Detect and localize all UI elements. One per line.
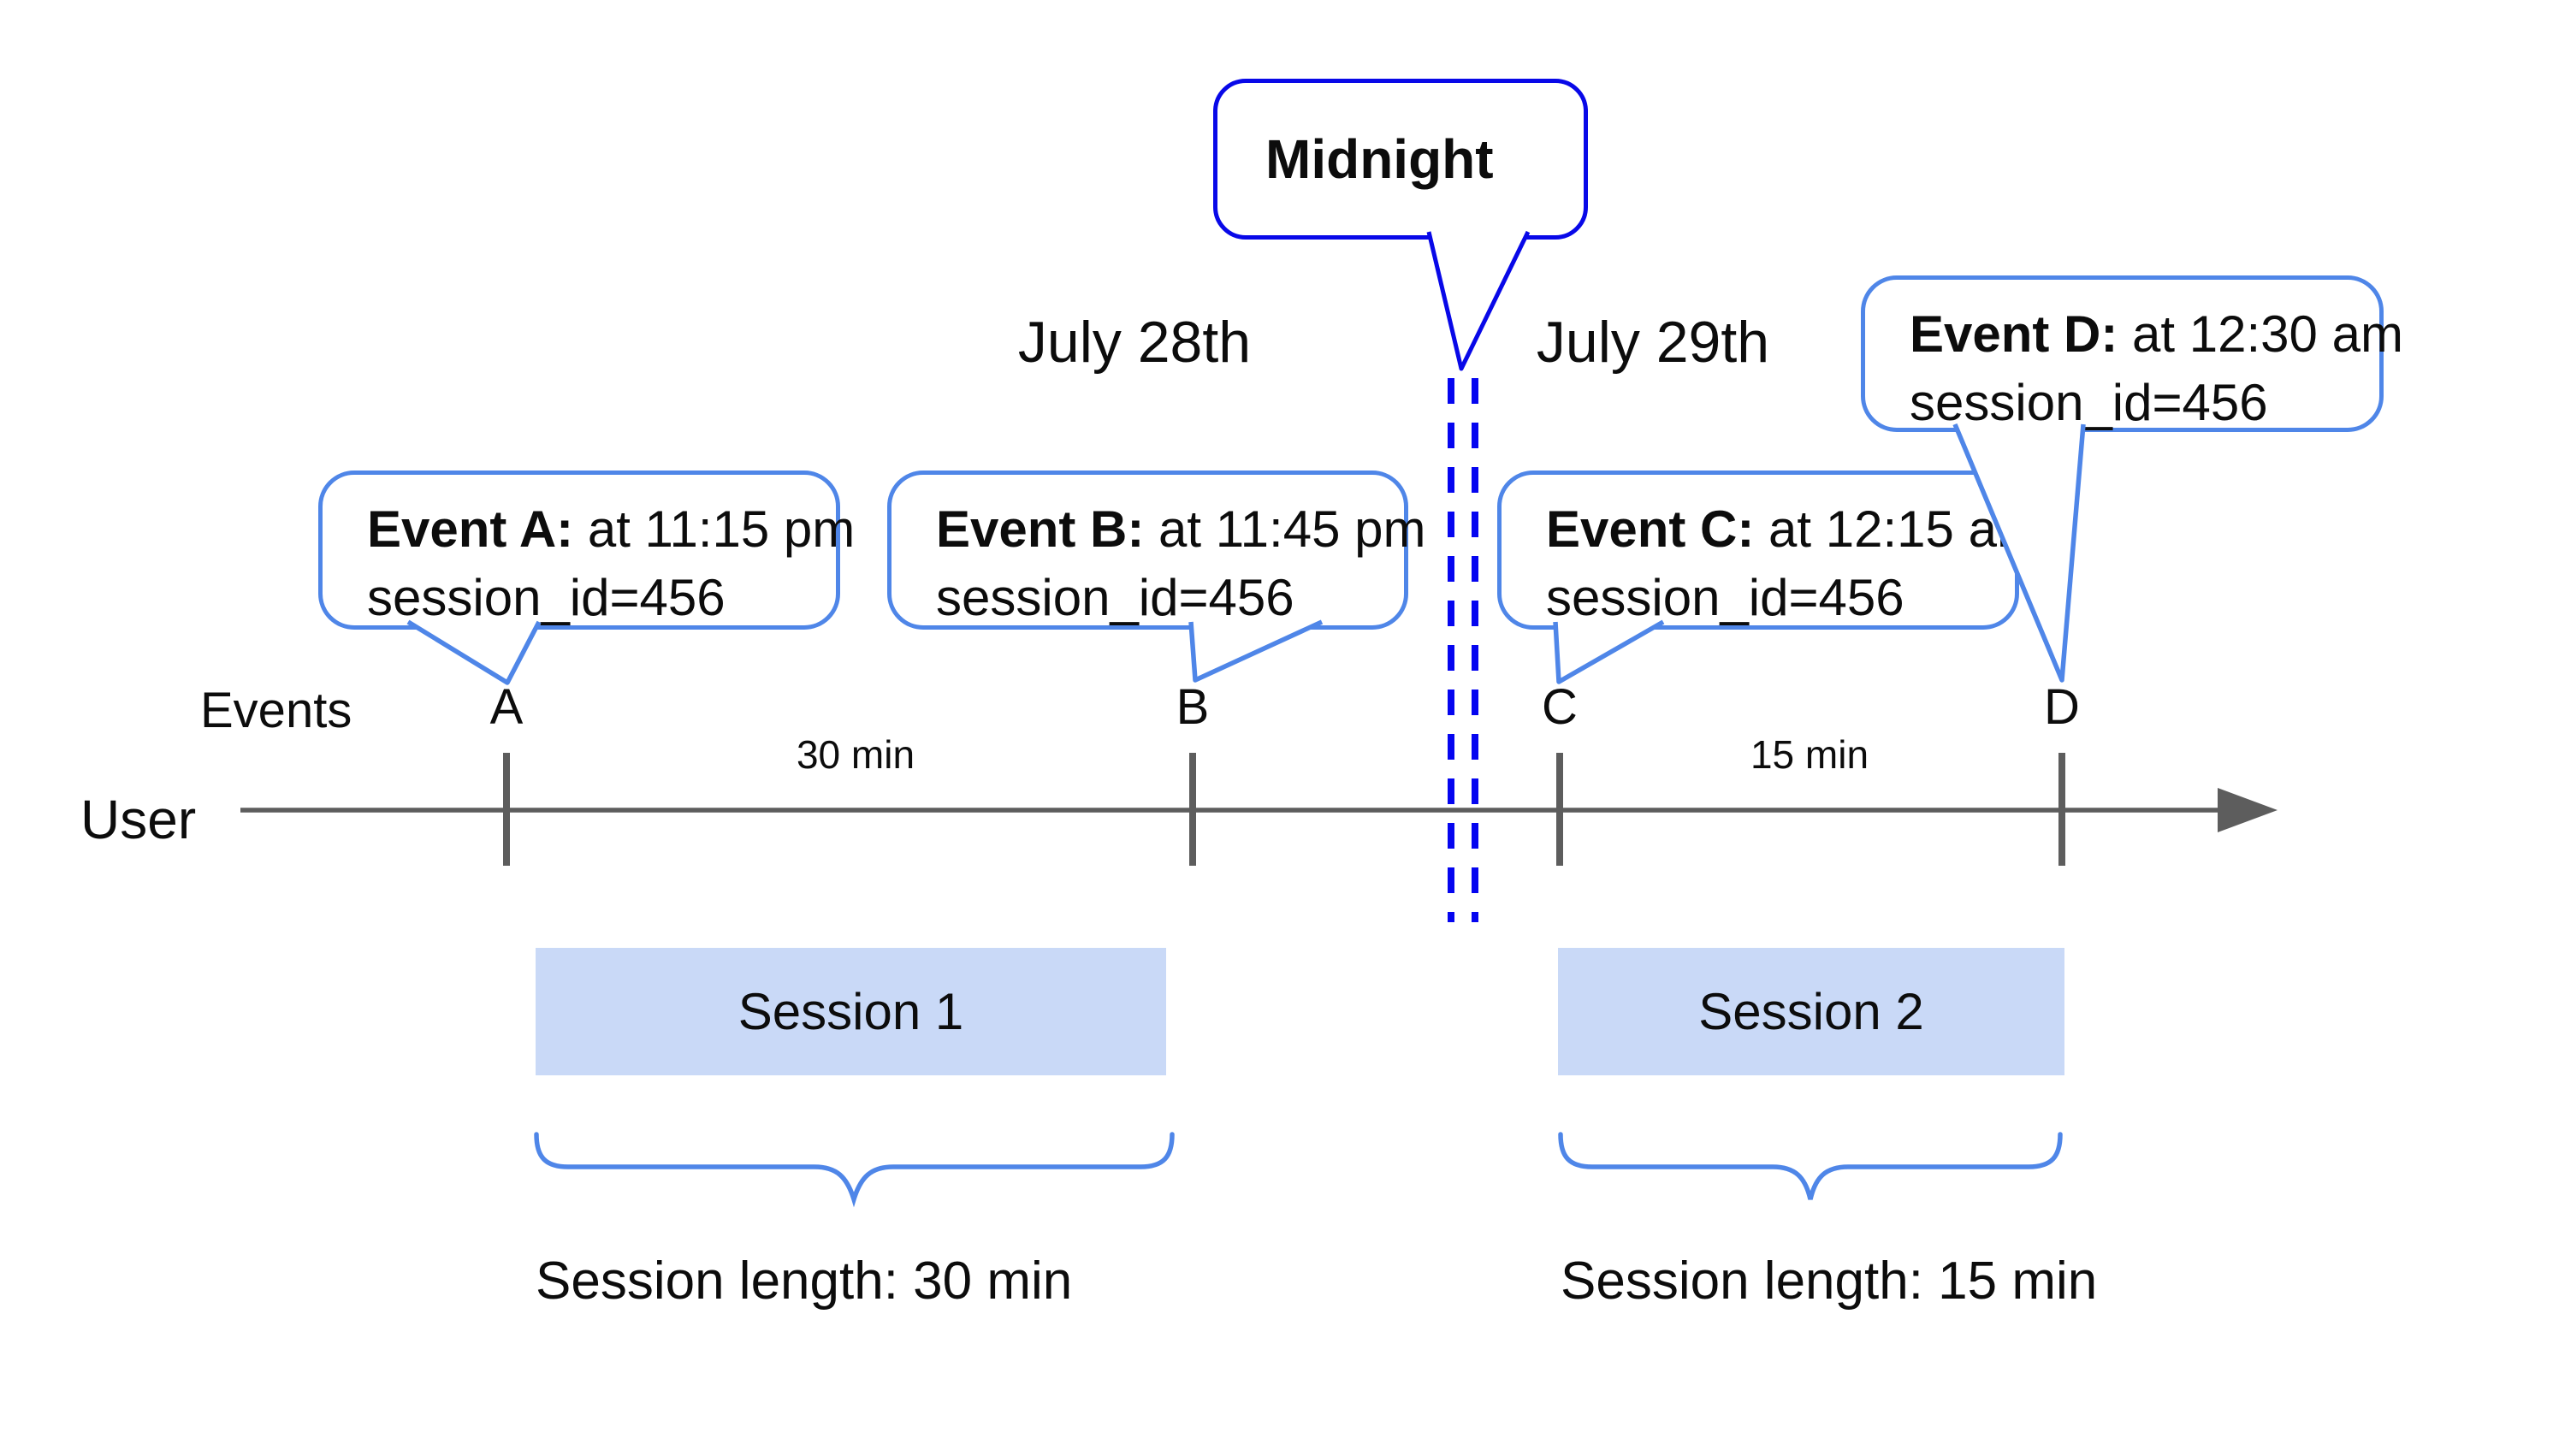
midnight-callout-tail xyxy=(1426,230,1531,371)
session-2-box: Session 2 xyxy=(1558,948,2064,1075)
event-d-title: Event D: xyxy=(1910,305,2118,363)
event-c-callout-tail xyxy=(1553,619,1665,684)
midnight-callout: Midnight xyxy=(1213,79,1588,240)
tick-label-a: A xyxy=(489,679,524,735)
tick-label-d: D xyxy=(2044,679,2080,735)
session-2-label: Session 2 xyxy=(1698,983,1924,1040)
event-a-time: at 11:15 pm xyxy=(573,500,856,558)
event-c-title: Event C: xyxy=(1546,500,1755,558)
date-label-july-28: July 28th xyxy=(1017,310,1252,375)
event-a-callout-tail xyxy=(406,619,542,685)
event-b-line1: Event B: at 11:45 pm xyxy=(936,495,1425,564)
user-axis-label: User xyxy=(80,789,197,850)
event-a-line1: Event A: at 11:15 pm xyxy=(367,495,855,564)
event-b-callout-tail xyxy=(1188,619,1324,683)
event-b-title: Event B: xyxy=(936,500,1145,558)
event-d-session-id: session_id=456 xyxy=(1910,374,2268,431)
event-b-session-id: session_id=456 xyxy=(936,569,1294,626)
tick-label-c: C xyxy=(1542,679,1578,735)
tick-label-b: B xyxy=(1176,679,1210,735)
session-1-label: Session 1 xyxy=(737,983,964,1040)
event-d-time: at 12:30 am xyxy=(2118,305,2403,363)
event-c-session-id: session_id=456 xyxy=(1546,569,1904,626)
event-d-callout-tail xyxy=(1952,423,2086,683)
session-1-box: Session 1 xyxy=(536,948,1166,1075)
events-axis-label: Events xyxy=(200,683,352,738)
event-d-callout: Event D: at 12:30 am session_id=456 xyxy=(1861,275,2403,432)
timeline-arrowhead-icon xyxy=(2218,788,2278,832)
interval-30min-label: 30 min xyxy=(796,732,915,777)
event-b-time: at 11:45 pm xyxy=(1144,500,1426,558)
date-label-july-29: July 29th xyxy=(1536,310,1770,375)
session-1-brace xyxy=(534,1132,1175,1208)
interval-15min-label: 15 min xyxy=(1750,732,1869,777)
session-2-length-label: Session length: 15 min xyxy=(1561,1252,2098,1311)
event-a-title: Event A: xyxy=(367,500,574,558)
event-b-callout: Event B: at 11:45 pm session_id=456 xyxy=(887,471,1425,630)
event-a-session-id: session_id=456 xyxy=(367,569,726,626)
event-d-line1: Event D: at 12:30 am xyxy=(1910,300,2403,369)
midnight-label: Midnight xyxy=(1265,128,1494,190)
event-a-callout: Event A: at 11:15 pm session_id=456 xyxy=(318,471,855,630)
session-2-brace xyxy=(1558,1132,2063,1200)
session-1-length-label: Session length: 30 min xyxy=(536,1252,1073,1311)
